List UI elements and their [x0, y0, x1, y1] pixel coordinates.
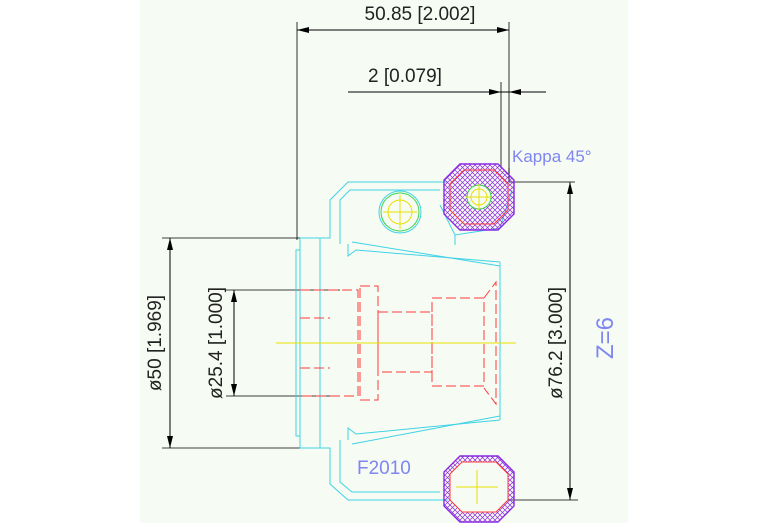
drawing-background: [140, 0, 628, 523]
kappa-leader: [508, 168, 575, 183]
top-insert: [443, 163, 515, 231]
dimension-bore-diameter: ø50 [1.969]: [145, 237, 300, 449]
part-number-label: F2010: [357, 458, 411, 479]
bore-diameter-label: ø50 [1.969]: [145, 295, 166, 391]
dimension-cutting-diameter: ø76.2 [3.000]: [500, 182, 578, 501]
cutting-diameter-label: ø76.2 [3.000]: [546, 287, 567, 399]
bottom-insert: [443, 455, 515, 523]
dimension-offset: 2 [0.079]: [348, 66, 546, 168]
offset-label: 2 [0.079]: [368, 66, 442, 87]
teeth-count-label: Z=6: [592, 317, 619, 359]
kappa-label: Kappa 45°: [512, 147, 592, 166]
mounting-screw: [378, 190, 422, 234]
shank-diameter-label: ø25.4 [1.000]: [206, 287, 227, 399]
overall-length-label: 50.85 [2.002]: [365, 4, 476, 25]
dimension-overall-length: 50.85 [2.002]: [296, 4, 510, 240]
